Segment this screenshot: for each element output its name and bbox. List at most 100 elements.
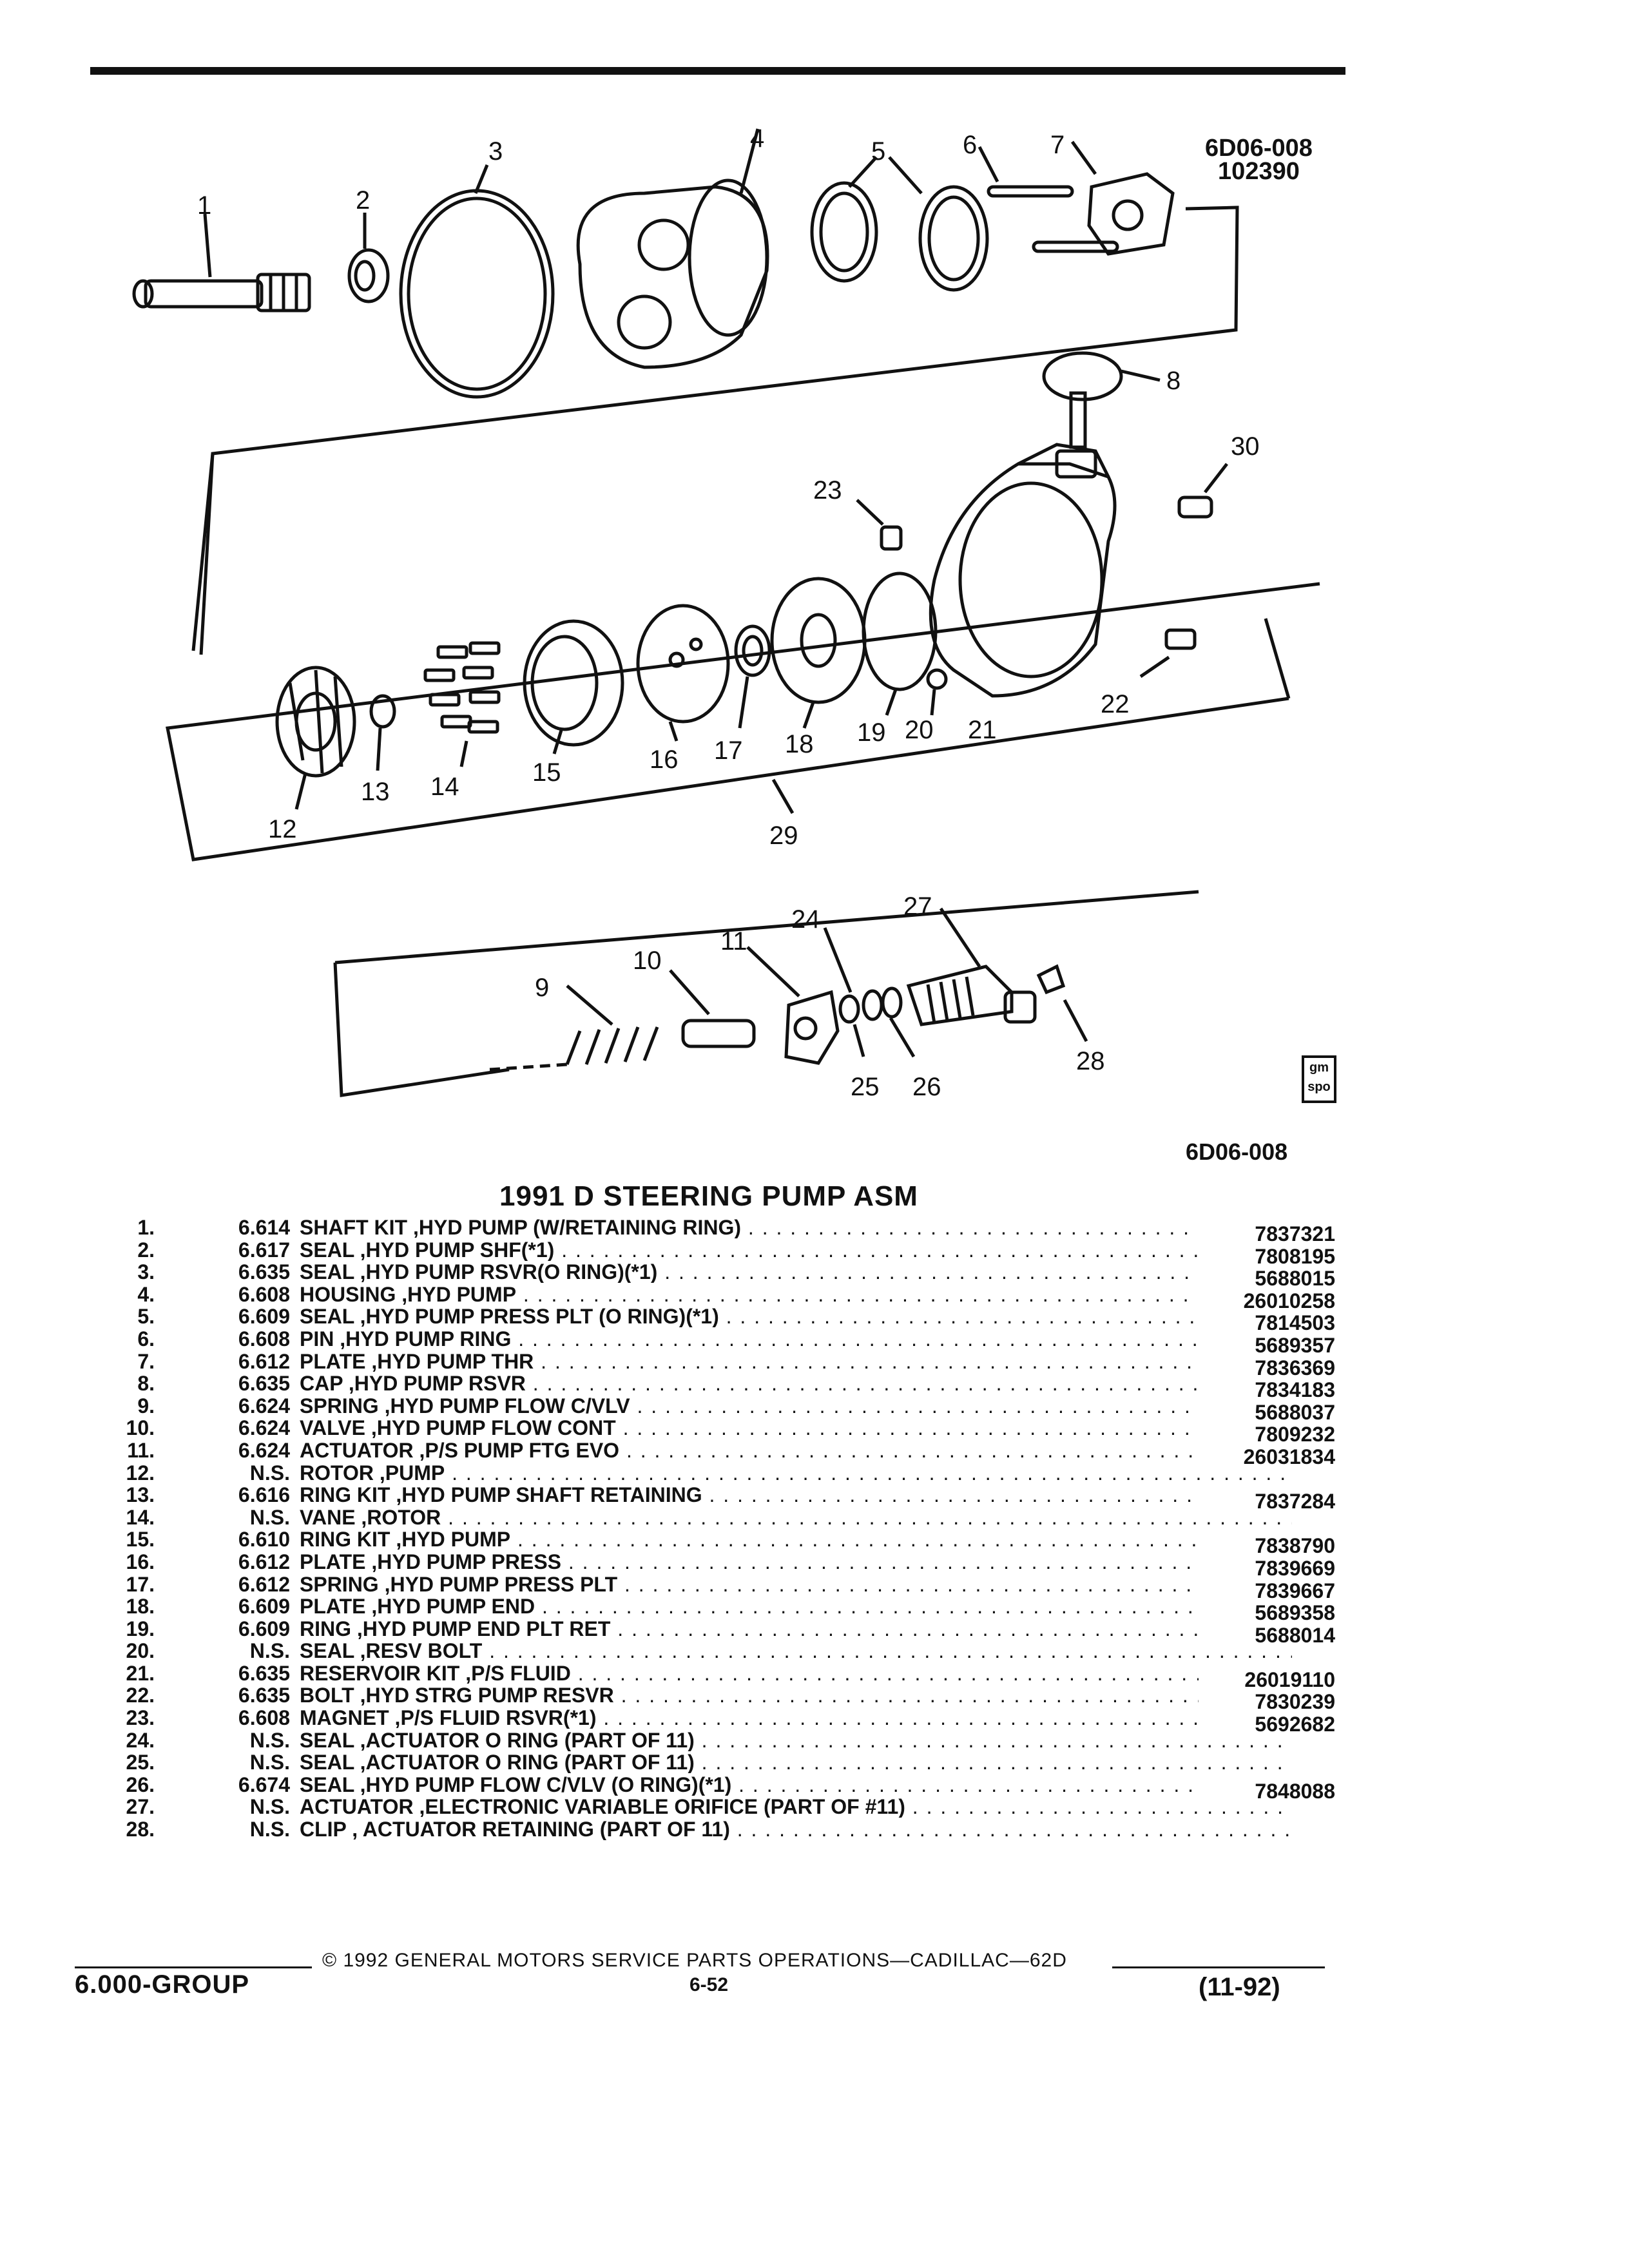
part-reservoir [929,443,1117,698]
part-fitting [1177,463,1228,519]
part-number-index: 17. [126,1572,155,1596]
part-group-code: N.S. [249,1639,290,1663]
part-group-code: N.S. [249,1461,290,1485]
footer-rule-left [75,1966,312,1968]
callout-22: 22 [1101,690,1130,718]
part-description: CLIP , ACTUATOR RETAINING (PART OF 11) [300,1818,1292,1840]
part-number-index: 11. [127,1438,155,1462]
part-group-code: 6.624 [238,1416,290,1440]
part-number-index: 16. [126,1550,155,1573]
part-reservoir-bolt [1139,628,1197,678]
part-housing [576,128,769,369]
callout-20: 20 [905,716,934,744]
part-description: RING ,HYD PUMP END PLT RET [300,1618,1292,1640]
callout-29: 29 [769,822,798,850]
table-row: 27. N.S. ACTUATOR ,ELECTRONIC VARIABLE ORI… [103,1796,1340,1818]
part-number-index: 28. [126,1818,155,1841]
page-title: 1991 D STEERING PUMP ASM [499,1180,918,1212]
part-group-code: N.S. [249,1818,290,1841]
part-number-index: 7. [137,1349,155,1373]
part-actuator-orings [823,927,916,1058]
part-description: ACTUATOR ,ELECTRONIC VARIABLE ORIFICE (P… [300,1796,1292,1818]
part-number-index: 27. [126,1795,155,1819]
part-group-code: 6.614 [238,1216,290,1239]
part-group-code: 6.674 [238,1773,290,1796]
part-shaft-seal [347,213,390,303]
callout-13: 13 [361,778,390,806]
callout-24: 24 [791,905,820,934]
callout-23: 23 [813,476,842,505]
part-description: PLATE ,HYD PUMP THR [300,1350,1292,1372]
callout-6: 6 [963,131,977,159]
callout-8: 8 [1166,367,1181,395]
part-description: CAP ,HYD PUMP RSVR [300,1372,1292,1394]
part-flow-valve-spring [489,985,659,1072]
part-description: SEAL ,HYD PUMP PRESS PLT (O RING)(*1) [300,1305,1292,1327]
part-actuator-clip [1036,964,1088,1043]
part-number-index: 14. [126,1505,155,1529]
callout-7: 7 [1050,131,1065,159]
footer-page-number: 6-52 [689,1974,729,1995]
part-description: VALVE ,HYD PUMP FLOW CONT [300,1417,1292,1439]
bottom-group-bracket [333,890,1199,1097]
part-group-code: 6.612 [238,1572,290,1596]
part-description: VANE ,ROTOR [300,1506,1292,1528]
logo-text-gm: gm [1309,1061,1329,1075]
top-group-bracket [199,206,1239,655]
drawing-code-bottom: 6D06-008 [1186,1139,1288,1165]
part-group-code: N.S. [249,1795,290,1819]
part-description: PLATE ,HYD PUMP PRESS [300,1551,1292,1573]
logo-text-spo: spo [1307,1080,1331,1094]
part-number-index: 3. [137,1260,155,1284]
part-group-code: N.S. [249,1751,290,1774]
leader-29 [771,778,795,814]
callout-27: 27 [903,892,932,921]
callout-5: 5 [871,137,885,166]
part-description: SEAL ,HYD PUMP RSVR(O RING)(*1) [300,1261,1292,1283]
part-group-code: 6.624 [238,1394,290,1418]
part-vanes [423,641,501,767]
part-rotor [275,666,356,810]
table-row: 12. N.S. ROTOR ,PUMP [103,1462,1340,1485]
part-description: PLATE ,HYD PUMP END [300,1595,1292,1617]
part-thrust-plate [1070,140,1175,256]
callout-labels: 1 2 3 4 5 6 7 8 9 10 11 12 13 14 15 16 1… [197,124,1260,1101]
callout-4: 4 [750,124,764,153]
part-description: ROTOR ,PUMP [300,1462,1292,1484]
part-group-code: 6.609 [238,1617,290,1640]
part-group-code: 6.635 [238,1661,290,1685]
part-reservoir-cap [1042,351,1161,449]
footer-date: (11-92) [1199,1973,1280,2001]
part-description: PIN ,HYD PUMP RING [300,1328,1292,1350]
part-shaft-retaining-ring [369,694,396,771]
callout-11: 11 [720,927,747,956]
callout-18: 18 [785,730,814,758]
drawing-number: 6D06-008 [1205,135,1313,162]
part-number-index: 15. [126,1528,155,1552]
part-number-index: 12. [126,1461,155,1485]
table-row: 25.N.S.SEAL ,ACTUATOR O RING (PART OF 11… [103,1751,1340,1774]
callout-12: 12 [268,815,297,843]
callout-10: 10 [633,947,662,975]
part-number-index: 23. [126,1706,155,1730]
table-row: 14.N.S.VANE ,ROTOR [103,1506,1340,1529]
part-pressure-plate [636,604,730,742]
part-group-code: 6.608 [238,1327,290,1350]
part-pump-ring [523,619,624,754]
drawing-code-top: 6D06-008 102390 [1205,135,1313,184]
part-group-code: 6.609 [238,1595,290,1619]
part-number-index: 8. [137,1372,155,1396]
part-catalog-number: 5688015 [1199,1267,1335,1290]
